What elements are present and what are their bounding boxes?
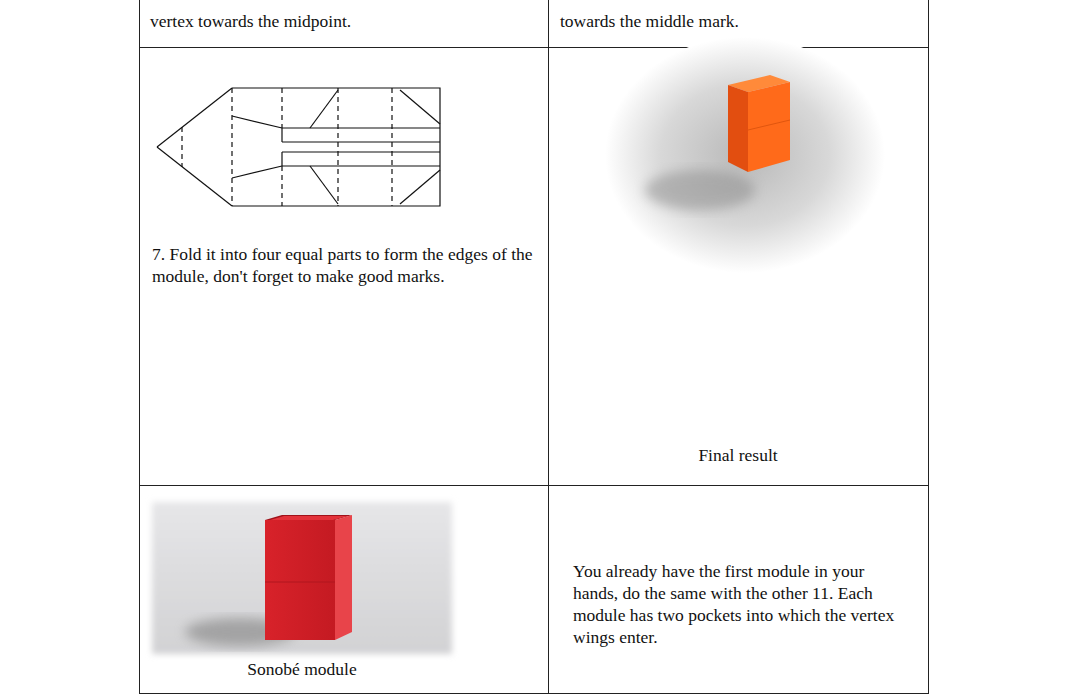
instruction-note: You already have the first module in you…: [573, 560, 895, 648]
table-cell-text: towards the middle mark.: [560, 10, 920, 32]
sonobe-module-photo: [152, 502, 452, 654]
table-cell-text: vertex towards the midpoint.: [150, 10, 540, 32]
crease-pattern: [157, 88, 440, 206]
photo-caption: Sonobé module: [152, 658, 452, 680]
table-grid: [139, 0, 929, 694]
step-instruction: 7. Fold it into four equal parts to form…: [152, 243, 544, 287]
photo-caption: Final result: [560, 444, 916, 466]
final-result-photo: [605, 37, 885, 273]
